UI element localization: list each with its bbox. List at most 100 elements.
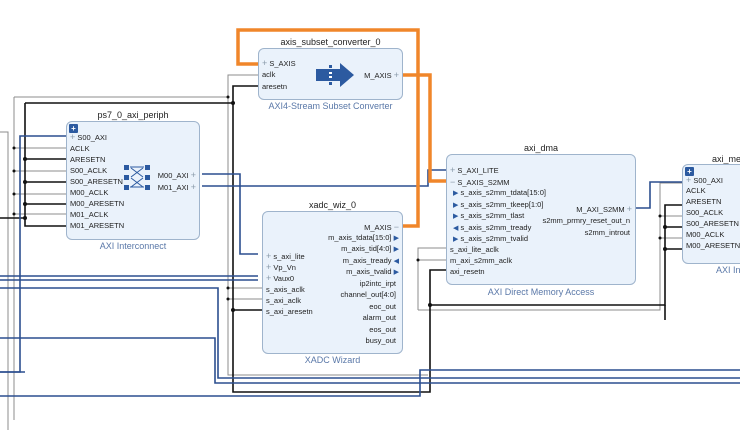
converter-instance-name: axis_subset_converter_0 [280,37,381,47]
clock-net [227,97,428,376]
pin-s00-aresetn[interactable]: S00_ARESETN [686,219,739,228]
axi-mem-interconnect-block[interactable]: + + S00_AXI ACLK ARESETN S00_ACLK S00_AR… [682,164,740,264]
pin-s-axi-lite[interactable]: + S_AXI_LITE [450,165,499,176]
pin-m00-aclk[interactable]: M00_ACLK [70,188,109,197]
reset-net [24,103,66,227]
collapse-icon[interactable]: − [393,222,399,232]
expand-icon[interactable]: + [262,58,268,68]
reset-nets [0,85,684,393]
pin-s-axis[interactable]: + S_AXIS [262,58,296,69]
pin-aclk[interactable]: ACLK [70,144,90,153]
pin-m01-aresetn[interactable]: M01_ARESETN [70,221,125,230]
crossbar-icon [124,165,150,190]
pin-label: s_axis_s2mm_tdata[15:0] [460,188,546,197]
pin-m-axi-s2mm-aclk[interactable]: m_axi_s2mm_aclk [450,256,513,265]
collapse-icon[interactable]: − [450,177,456,187]
pin-vaux0[interactable]: + Vaux0 [266,273,294,284]
axi-net-long2 [0,337,740,384]
pin-s2mm-prmry-reset-out-n[interactable]: s2mm_prmry_reset_out_n [542,216,630,225]
axis-subset-converter-block[interactable]: + S_AXIS aclk aresetn M_AXIS + [258,48,403,100]
pin-aresetn[interactable]: ARESETN [686,197,722,206]
pin-m00-aclk[interactable]: M00_ACLK [686,230,725,239]
reset-net [232,103,446,393]
pin-s2mm-tdata[interactable]: ▶ s_axis_s2mm_tdata[15:0] [453,188,546,199]
pin-alarm-out[interactable]: alarm_out [362,313,396,322]
axis-stream-nets [236,28,446,228]
xadc-subtitle: XADC Wizard [304,355,361,365]
pin-m-axis[interactable]: M_AXIS − [364,222,399,233]
pin-label: Vaux0 [273,274,295,283]
axi-dma-block[interactable]: + S_AXI_LITE − S_AXIS_S2MM ▶ s_axis_s2mm… [446,154,636,285]
pin-s-axi-lite-aclk[interactable]: s_axi_lite_aclk [450,245,499,254]
pin-eos-out[interactable]: eos_out [369,325,396,334]
clock-net [417,247,446,310]
pin-channel-out[interactable]: channel_out[4:0] [340,290,396,299]
pin-s00-aclk[interactable]: S00_ACLK [686,208,724,217]
pin-s-axis-s2mm[interactable]: − S_AXIS_S2MM [450,177,509,188]
pin-label: M_AXI_S2MM [576,205,625,214]
mem-intercon-subtitle: AXI In [716,265,740,275]
expand-icon[interactable]: + [70,132,76,142]
pin-s00-axi[interactable]: + S00_AXI [686,175,723,186]
pin-label: m_axis_tready [342,256,392,265]
pin-busy-out[interactable]: busy_out [365,336,396,345]
pin-s00-aresetn[interactable]: S00_ARESETN [70,177,123,186]
expand-block-icon[interactable]: + [69,124,78,133]
pin-s2mm-tkeep[interactable]: ▶ s_axis_s2mm_tkeep[1:0] [453,200,543,211]
pin-s-axi-aresetn[interactable]: s_axi_aresetn [266,307,313,316]
expand-block-icon[interactable]: + [685,167,694,176]
periph-instance-name: ps7_0_axi_periph [97,110,169,120]
pin-m-axi-s2mm[interactable]: M_AXI_S2MM + [576,204,632,215]
pin-label: m_axis_tid[4:0] [341,244,392,253]
pin-label: S_AXIS [269,59,296,68]
pin-m-axis-tdata[interactable]: m_axis_tdata[15:0] ▶ [328,233,399,244]
xadc-wizard-block[interactable]: M_AXIS − m_axis_tdata[15:0] ▶ m_axis_tid… [262,211,403,354]
input-arrow-icon: ▶ [453,213,459,220]
expand-icon[interactable]: + [686,175,692,185]
pin-s2mm-tready[interactable]: ◀ s_axis_s2mm_tready [453,223,531,234]
stream-arrow-icon [316,63,354,87]
converter-subtitle: AXI4-Stream Subset Converter [268,101,393,111]
pin-s2mm-introut[interactable]: s2mm_introut [584,228,630,237]
pin-label: S_AXI_LITE [457,166,499,175]
pin-aresetn[interactable]: ARESETN [70,155,106,164]
pin-m-axis-tvalid[interactable]: m_axis_tvalid ▶ [346,267,399,278]
clock-net [14,74,258,98]
pin-vp-vn[interactable]: + Vp_Vn [266,262,296,273]
axi-interconnect-block[interactable]: + + S00_AXI ACLK ARESETN S00_ACLK S00_AR… [66,121,200,240]
pin-m-axis[interactable]: M_AXIS + [364,70,399,81]
pin-s00-aclk[interactable]: S00_ACLK [70,166,108,175]
expand-icon[interactable]: + [266,251,272,261]
pin-m00-aresetn[interactable]: M00_ARESETN [70,199,125,208]
expand-icon[interactable]: + [626,204,632,214]
pin-label: m_axis_tvalid [346,267,392,276]
pin-s-axi-aclk[interactable]: s_axi_aclk [266,296,302,305]
pin-s00-axi[interactable]: + S00_AXI [70,132,107,143]
axi-net-long4 [0,369,740,397]
pin-m01-aclk[interactable]: M01_ACLK [70,210,109,219]
expand-icon[interactable]: + [450,165,456,175]
pin-s2mm-tlast[interactable]: ▶ s_axis_s2mm_tlast [453,211,524,222]
pin-ip2intc-irpt[interactable]: ip2intc_irpt [359,279,396,288]
pin-s2mm-tvalid[interactable]: ▶ s_axis_s2mm_tvalid [453,234,528,245]
pin-aresetn[interactable]: aresetn [262,82,288,91]
pin-m01-axi[interactable]: M01_AXI + [158,182,196,193]
pin-m-axis-tid[interactable]: m_axis_tid[4:0] ▶ [341,244,399,255]
pin-m00-aresetn[interactable]: M00_ARESETN [686,241,740,250]
expand-icon[interactable]: + [266,262,272,272]
pin-label: s_axis_s2mm_tready [460,223,532,232]
output-arrow-icon: ◀ [453,225,459,232]
expand-icon[interactable]: + [190,182,196,192]
expand-icon[interactable]: + [266,273,272,283]
pin-aclk[interactable]: aclk [262,70,276,79]
pin-axi-resetn[interactable]: axi_resetn [450,267,485,276]
pin-eoc-out[interactable]: eoc_out [369,302,396,311]
pin-s-axi-lite[interactable]: + s_axi_lite [266,251,305,262]
pin-m00-axi[interactable]: M00_AXI + [158,170,196,181]
pin-s-axis-aclk[interactable]: s_axis_aclk [266,285,305,294]
expand-icon[interactable]: + [393,70,399,80]
pin-aclk[interactable]: ACLK [686,186,706,195]
pin-m-axis-tready[interactable]: m_axis_tready ◀ [343,256,399,267]
expand-icon[interactable]: + [190,170,196,180]
